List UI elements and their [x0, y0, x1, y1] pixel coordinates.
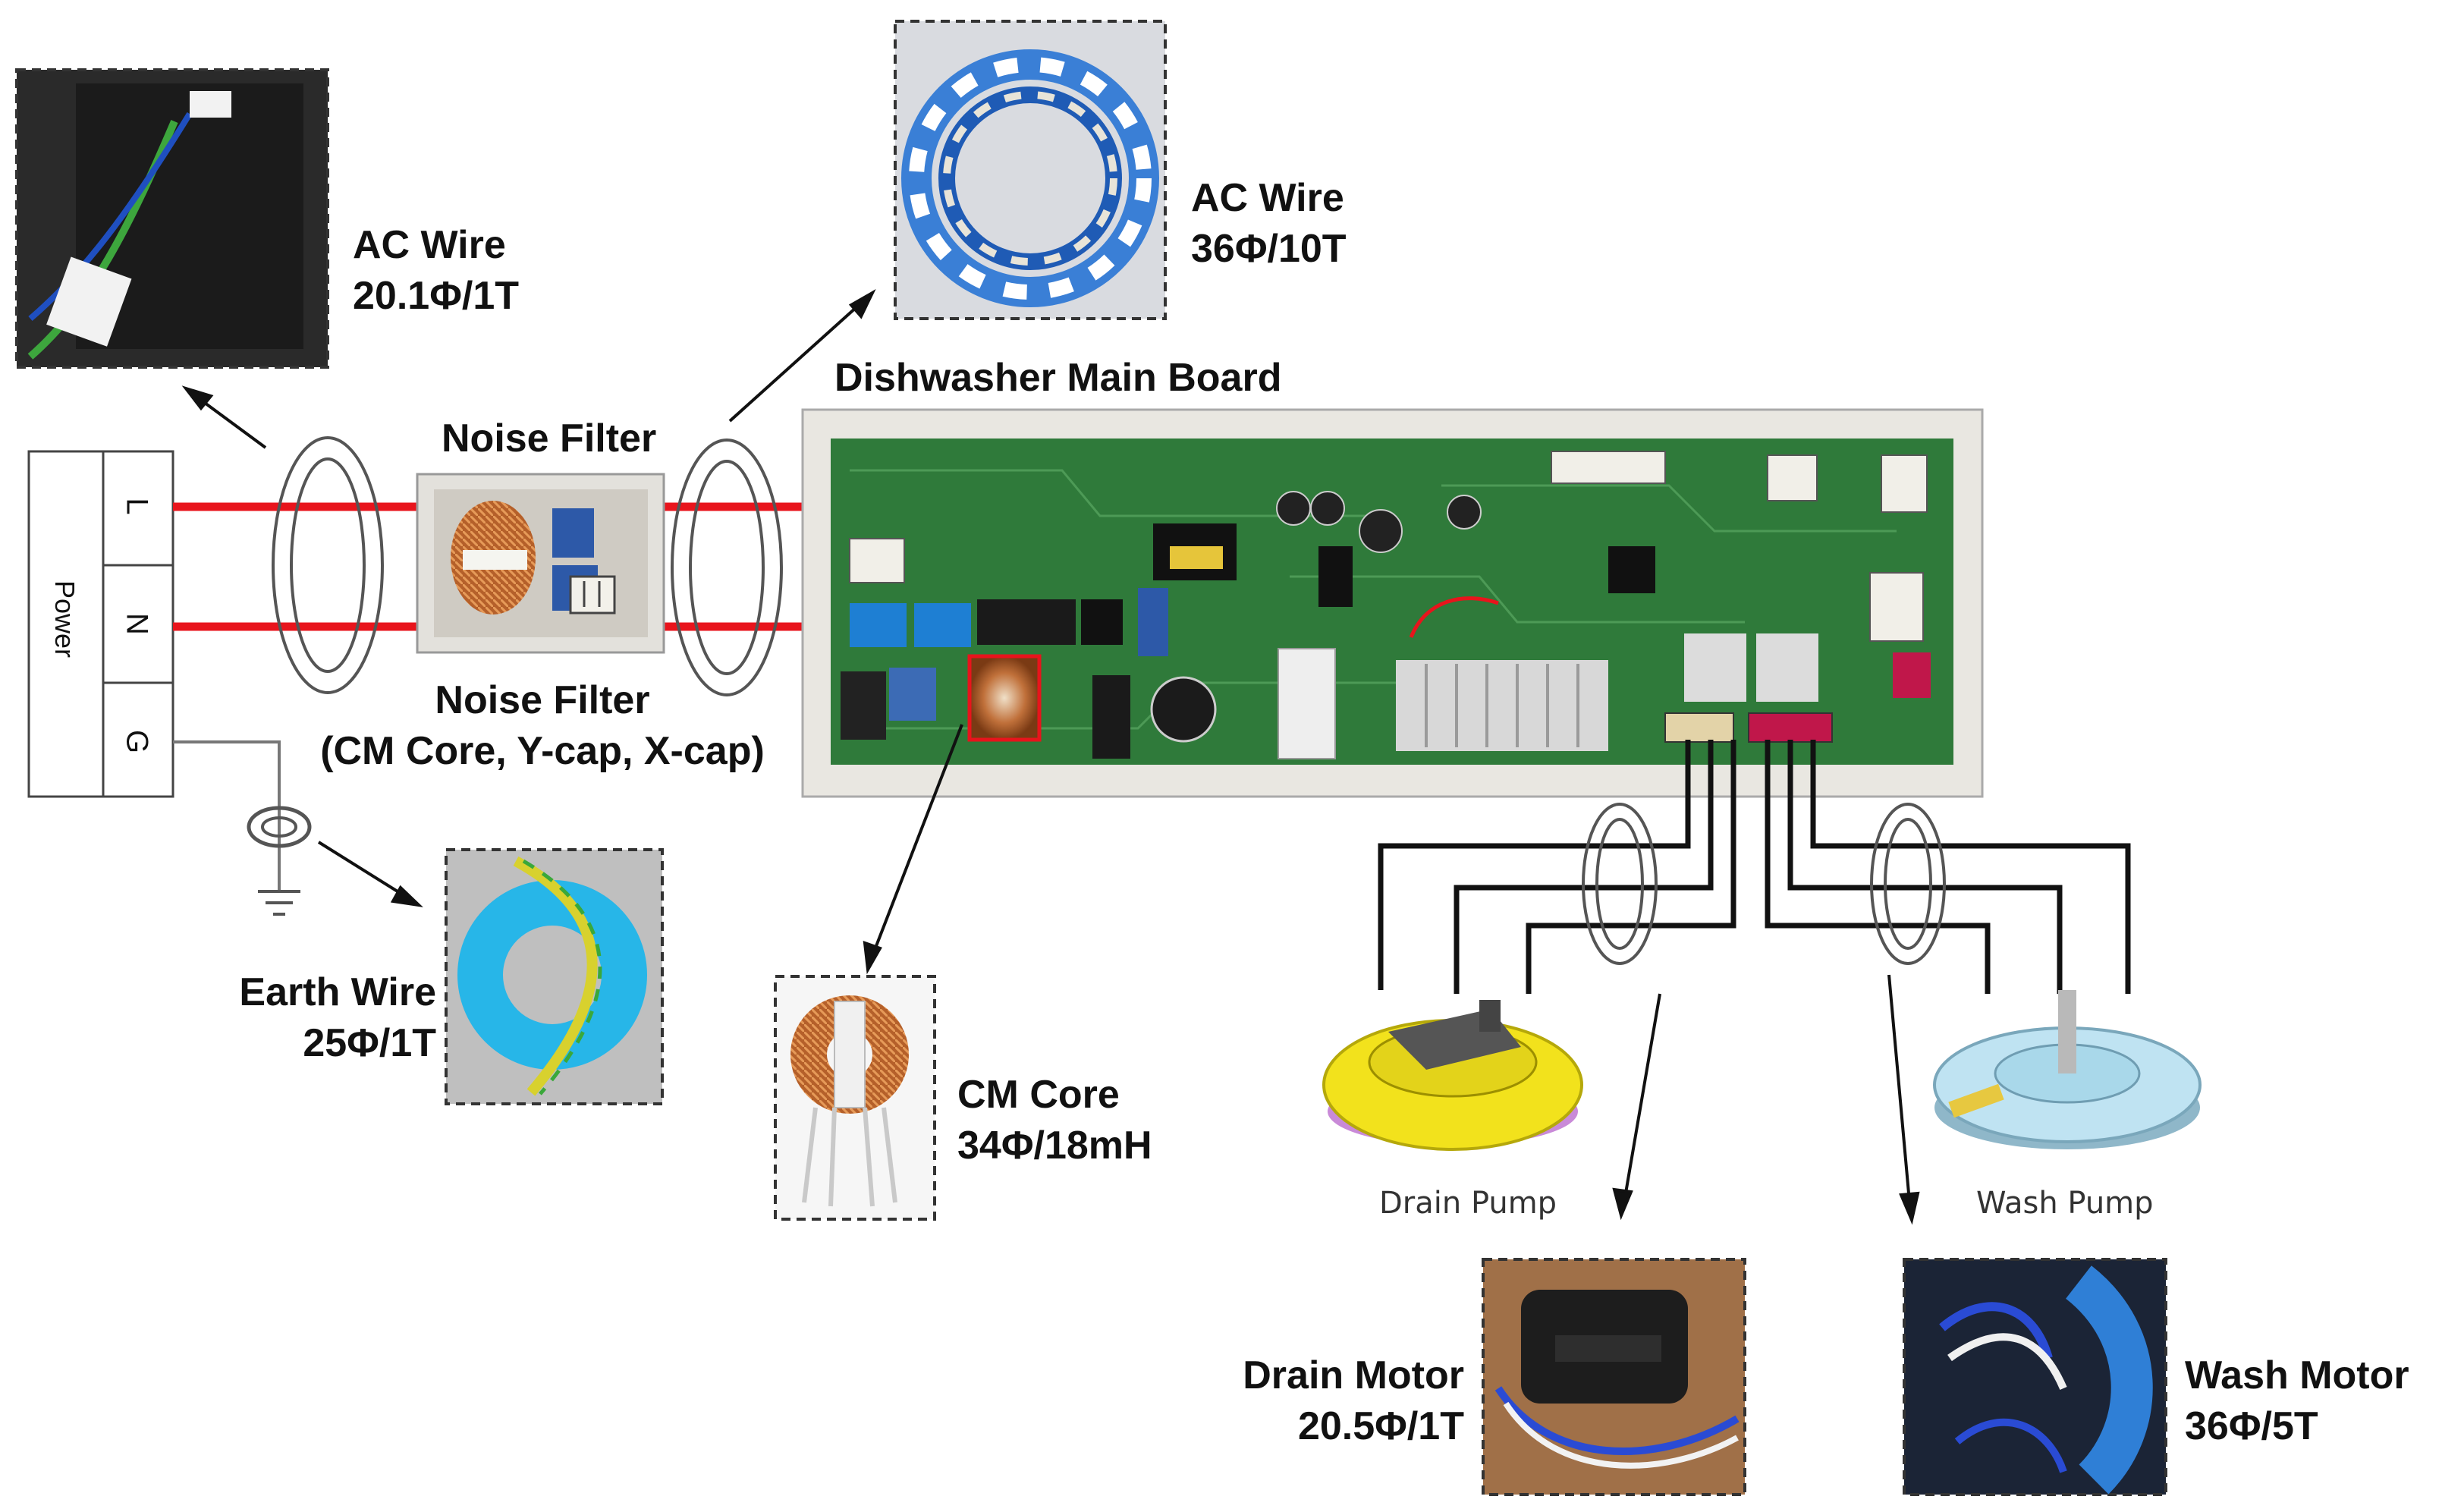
- photo-ac-wire-top: [894, 20, 1167, 320]
- ac-wire-top-label: AC Wire 36Φ/10T: [1191, 173, 1347, 274]
- drain-motor-spec: 20.5Φ/1T: [1297, 1404, 1464, 1448]
- wash-core-ring: [1870, 803, 1946, 965]
- main-board-photo: [801, 408, 1984, 798]
- ac-wire-left-spec: 20.1Φ/1T: [353, 273, 520, 318]
- ac-wire-top-name: AC Wire: [1191, 176, 1344, 220]
- power-title: Power: [49, 580, 80, 659]
- drain-core-ring: [1582, 803, 1658, 965]
- earth-wire: [173, 740, 312, 916]
- wash-motor-spec: 36Φ/5T: [2185, 1404, 2318, 1448]
- noise-filter-bottom-line2: (CM Core, Y-cap, X-cap): [320, 728, 765, 773]
- photo-cm-core: [774, 975, 936, 1221]
- photo-wash-motor: [1903, 1258, 2167, 1496]
- earth-wire-name: Earth Wire: [239, 970, 436, 1014]
- terminal-l-label: L: [120, 498, 154, 515]
- cm-core-highlight: [967, 654, 1042, 742]
- ac-wire-top-spec: 36Φ/10T: [1191, 226, 1347, 271]
- earth-core-ring: [247, 806, 312, 848]
- terminal-n-label: N: [120, 613, 154, 635]
- noise-filter-module: [416, 473, 665, 654]
- photo-earth-wire: [445, 848, 664, 1105]
- power-block: [27, 450, 174, 798]
- drain-motor-name: Drain Motor: [1243, 1353, 1464, 1397]
- cm-core-name: CM Core: [957, 1073, 1120, 1117]
- cm-core-spec: 34Φ/18mH: [957, 1123, 1152, 1168]
- pointer-arrows: [181, 289, 1920, 1225]
- wash-pump-image: [1933, 990, 2202, 1149]
- photo-drain-motor: [1482, 1258, 1746, 1496]
- ac-wire-left-name: AC Wire: [353, 223, 506, 267]
- wash-pump-label: Wash Pump: [1976, 1186, 2154, 1221]
- photo-ac-wire-left: [15, 68, 329, 369]
- wash-motor-name: Wash Motor: [2185, 1353, 2409, 1397]
- main-board-title: Dishwasher Main Board: [834, 356, 1282, 400]
- drain-motor-label: Drain Motor 20.5Φ/1T: [1183, 1350, 1464, 1451]
- noise-filter-top-label: Noise Filter: [442, 417, 657, 461]
- noise-filter-bottom-label: Noise Filter (CM Core, Y-cap, X-cap): [303, 675, 781, 776]
- terminal-g-label: G: [120, 729, 154, 754]
- ac-core-ring-left: [272, 436, 384, 694]
- cm-core-label: CM Core 34Φ/18mH: [957, 1070, 1152, 1171]
- earth-wire-label: Earth Wire 25Φ/1T: [197, 967, 436, 1068]
- drain-pump-image: [1322, 1000, 1583, 1151]
- ac-core-ring-right: [671, 439, 783, 696]
- ac-wire-left-label: AC Wire 20.1Φ/1T: [353, 220, 519, 321]
- noise-filter-bottom-line1: Noise Filter: [435, 678, 650, 722]
- earth-wire-spec: 25Φ/1T: [303, 1020, 436, 1065]
- wash-motor-label: Wash Motor 36Φ/5T: [2185, 1350, 2409, 1451]
- drain-pump-label: Drain Pump: [1379, 1186, 1557, 1221]
